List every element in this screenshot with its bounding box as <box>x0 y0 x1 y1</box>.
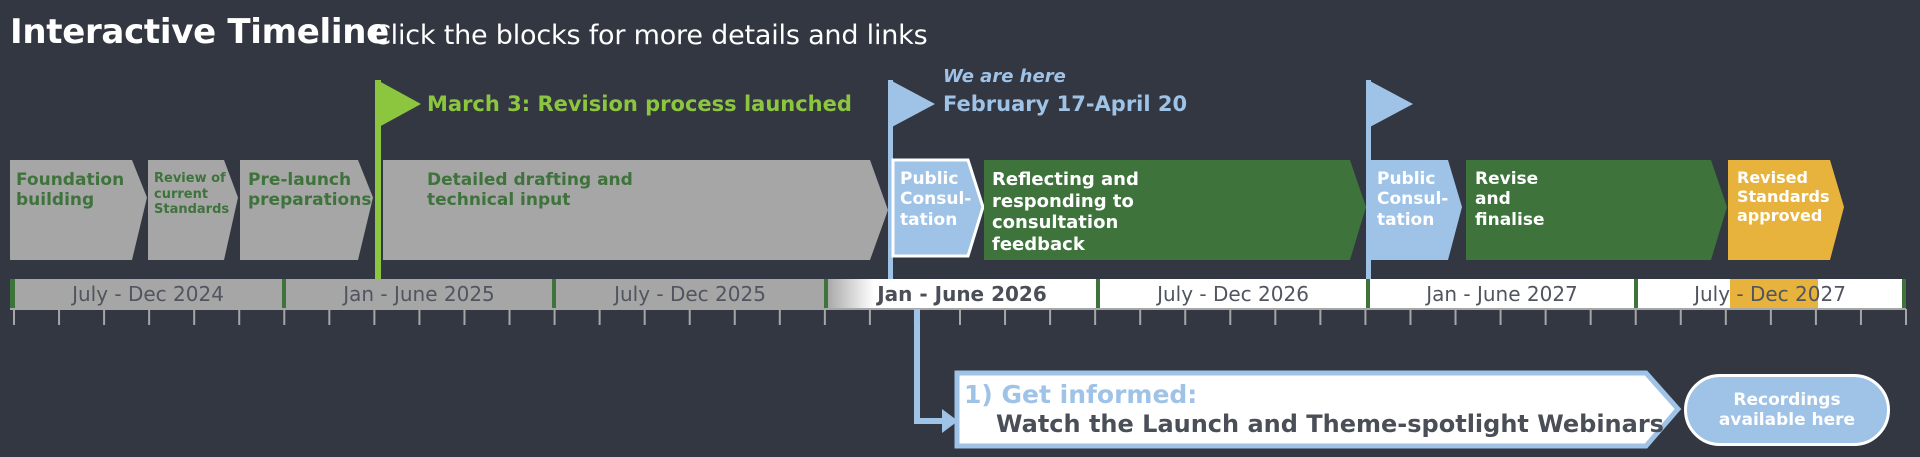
flag-we-are-here-label: We are here <box>943 66 1066 87</box>
period-label: July - Dec 2027 <box>1694 282 1846 306</box>
get-informed-panel[interactable] <box>954 370 1682 449</box>
page-title: Interactive Timeline <box>10 12 389 52</box>
block-label: Review of current Standards <box>154 171 230 218</box>
block-label: Foundation building <box>16 170 125 211</box>
period-label: Jan - June 2025 <box>343 282 495 306</box>
period-label: July - Dec 2026 <box>1157 282 1309 306</box>
flag-march-icon <box>375 80 421 281</box>
block-label: Public Consul-tation <box>1377 169 1449 230</box>
block-label: Reflecting and responding to consultatio… <box>992 169 1139 255</box>
block-public-consultation-1[interactable] <box>891 158 985 258</box>
block-review-standards[interactable] <box>148 160 238 260</box>
block-reflecting-responding[interactable] <box>984 160 1366 260</box>
block-label: Detailed drafting and technical input <box>427 170 633 211</box>
period-label-current: Jan - June 2026 <box>877 282 1047 306</box>
period-band <box>10 279 1906 310</box>
page-subtitle: Click the blocks for more details and li… <box>372 20 928 51</box>
period-label: July - Dec 2025 <box>614 282 766 306</box>
flag-future-icon <box>1366 80 1413 281</box>
month-ticks <box>13 309 1907 325</box>
block-label: Pre-launch preparations <box>248 170 372 211</box>
recordings-button[interactable]: Recordings available here <box>1684 374 1890 446</box>
block-revised-approved[interactable] <box>1728 160 1844 260</box>
block-detailed-drafting[interactable] <box>383 160 888 260</box>
block-label: Public Consul-tation <box>900 169 972 230</box>
period-label: Jan - June 2027 <box>1426 282 1578 306</box>
flag-here-icon <box>888 80 935 281</box>
recordings-button-label: Recordings available here <box>1718 389 1856 430</box>
callout-heading: 1) Get informed: <box>964 380 1198 409</box>
block-label: Revise and finalise <box>1475 169 1545 230</box>
block-foundation-building[interactable] <box>10 160 147 260</box>
callout-description: Watch the Launch and Theme-spotlight Web… <box>996 410 1664 438</box>
block-pre-launch[interactable] <box>240 160 373 260</box>
block-revise-finalise[interactable] <box>1466 160 1727 260</box>
callout-arrow-icon <box>914 309 958 433</box>
block-public-consultation-2[interactable] <box>1370 160 1462 260</box>
flag-march-label: March 3: Revision process launched <box>427 92 852 116</box>
flag-consultation-dates-label: February 17-April 20 <box>943 92 1188 116</box>
block-label: Revised Standards approved <box>1737 168 1830 226</box>
period-label: July - Dec 2024 <box>72 282 224 306</box>
